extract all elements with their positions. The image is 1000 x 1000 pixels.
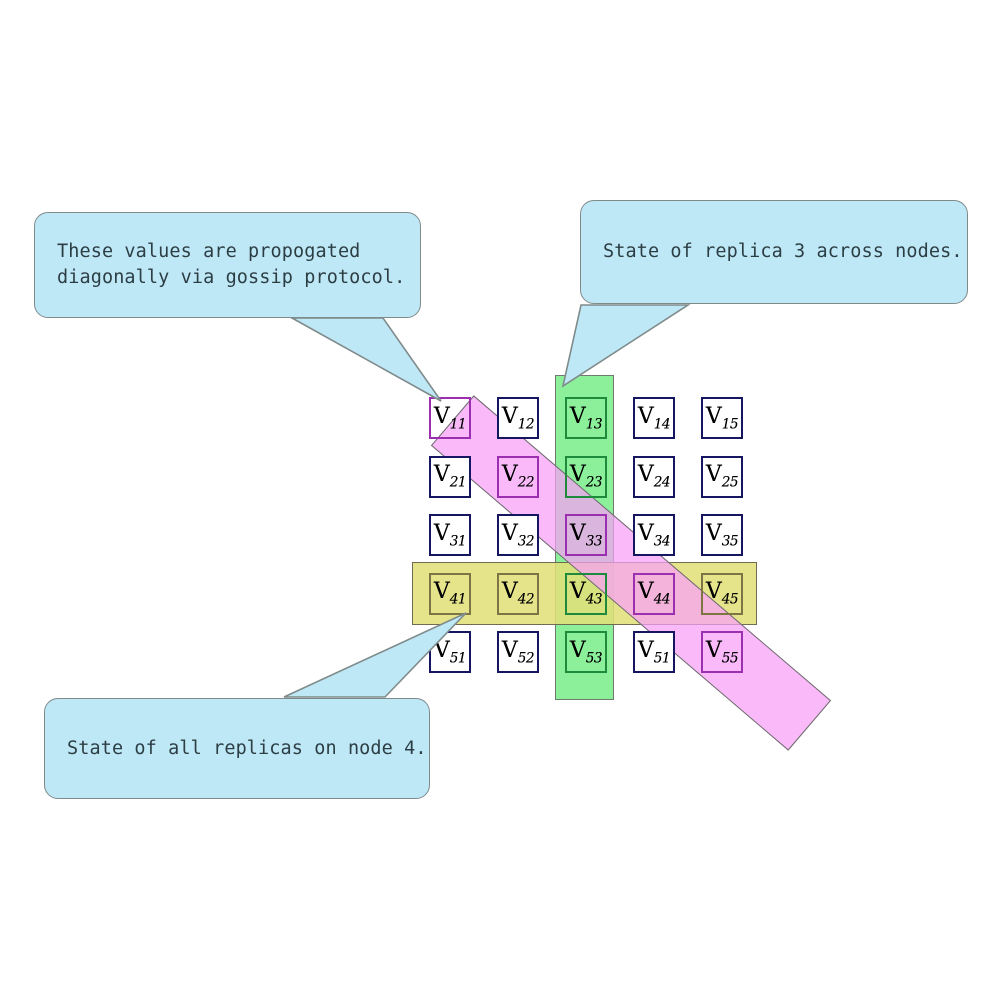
- grid-cell-V33[interactable]: V33: [565, 514, 607, 556]
- cell-label: V42: [501, 579, 535, 608]
- grid-cell-V22[interactable]: V22: [497, 455, 539, 498]
- grid-cell-V42[interactable]: V42: [497, 572, 539, 615]
- cell-label: V41: [433, 579, 467, 608]
- gossip-note-tail: [288, 317, 442, 402]
- grid-cell-V43[interactable]: V43: [565, 572, 607, 615]
- grid-cell-V25[interactable]: V25: [701, 455, 743, 498]
- cell-label: V43: [569, 579, 603, 608]
- cell-label: V31: [433, 520, 467, 550]
- cell-label: V15: [705, 403, 739, 433]
- cell-label: V51: [433, 637, 467, 667]
- grid-cell-V14[interactable]: V14: [633, 397, 675, 439]
- cell-label: V24: [637, 462, 671, 491]
- cell-label: V33: [569, 520, 603, 550]
- cell-label: V32: [501, 520, 535, 550]
- callout-replica-note-text: State of replica 3 across nodes.: [603, 241, 963, 263]
- grid-cell-V53[interactable]: V53: [565, 631, 607, 673]
- grid-cell-V15[interactable]: V15: [701, 397, 743, 439]
- cell-label: V12: [501, 403, 535, 433]
- replica-note-tail: [561, 304, 691, 388]
- cell-label: V11: [433, 403, 467, 433]
- grid-cell-V32[interactable]: V32: [497, 514, 539, 556]
- cell-label: V22: [501, 462, 535, 491]
- cell-label: V52: [501, 637, 535, 667]
- cell-label: V25: [705, 462, 739, 491]
- cell-label: V55: [705, 637, 739, 667]
- grid-cell-V24[interactable]: V24: [633, 455, 675, 498]
- cell-label: V45: [705, 579, 739, 608]
- grid-cell-V35[interactable]: V35: [701, 514, 743, 556]
- cell-label: V23: [569, 462, 603, 491]
- cell-label: V51: [637, 637, 671, 667]
- grid-cell-V31[interactable]: V31: [429, 514, 471, 556]
- grid-cell-V21[interactable]: V21: [429, 455, 471, 498]
- grid-cell-V45[interactable]: V45: [701, 572, 743, 615]
- cell-label: V44: [637, 579, 671, 608]
- grid-cell-V34[interactable]: V34: [633, 514, 675, 556]
- cell-label: V21: [433, 462, 467, 491]
- grid-cell-V12[interactable]: V12: [497, 397, 539, 439]
- grid-cell-V44[interactable]: V44: [633, 572, 675, 615]
- grid-cell-V23[interactable]: V23: [565, 455, 607, 498]
- grid-cell-V51[interactable]: V51: [429, 631, 471, 673]
- callout-gossip-note[interactable]: These values are propogated diagonally v…: [34, 212, 421, 318]
- cell-label: V35: [705, 520, 739, 550]
- callout-node-note[interactable]: State of all replicas on node 4.: [44, 698, 430, 799]
- cell-label: V53: [569, 637, 603, 667]
- callout-gossip-note-text: These values are propogated diagonally v…: [57, 241, 406, 288]
- cell-label: V34: [637, 520, 671, 550]
- cell-label: V13: [569, 403, 603, 433]
- callout-node-note-text: State of all replicas on node 4.: [67, 737, 427, 759]
- cell-label: V14: [637, 403, 671, 433]
- grid-cell-V13[interactable]: V13: [565, 397, 607, 439]
- grid-cell-V51[interactable]: V51: [633, 631, 675, 673]
- grid-cell-V55[interactable]: V55: [701, 631, 743, 673]
- grid-cell-V52[interactable]: V52: [497, 631, 539, 673]
- callout-replica-note[interactable]: State of replica 3 across nodes.: [580, 200, 968, 304]
- grid-cell-V11[interactable]: V11: [429, 397, 471, 439]
- grid-cell-V41[interactable]: V41: [429, 572, 471, 615]
